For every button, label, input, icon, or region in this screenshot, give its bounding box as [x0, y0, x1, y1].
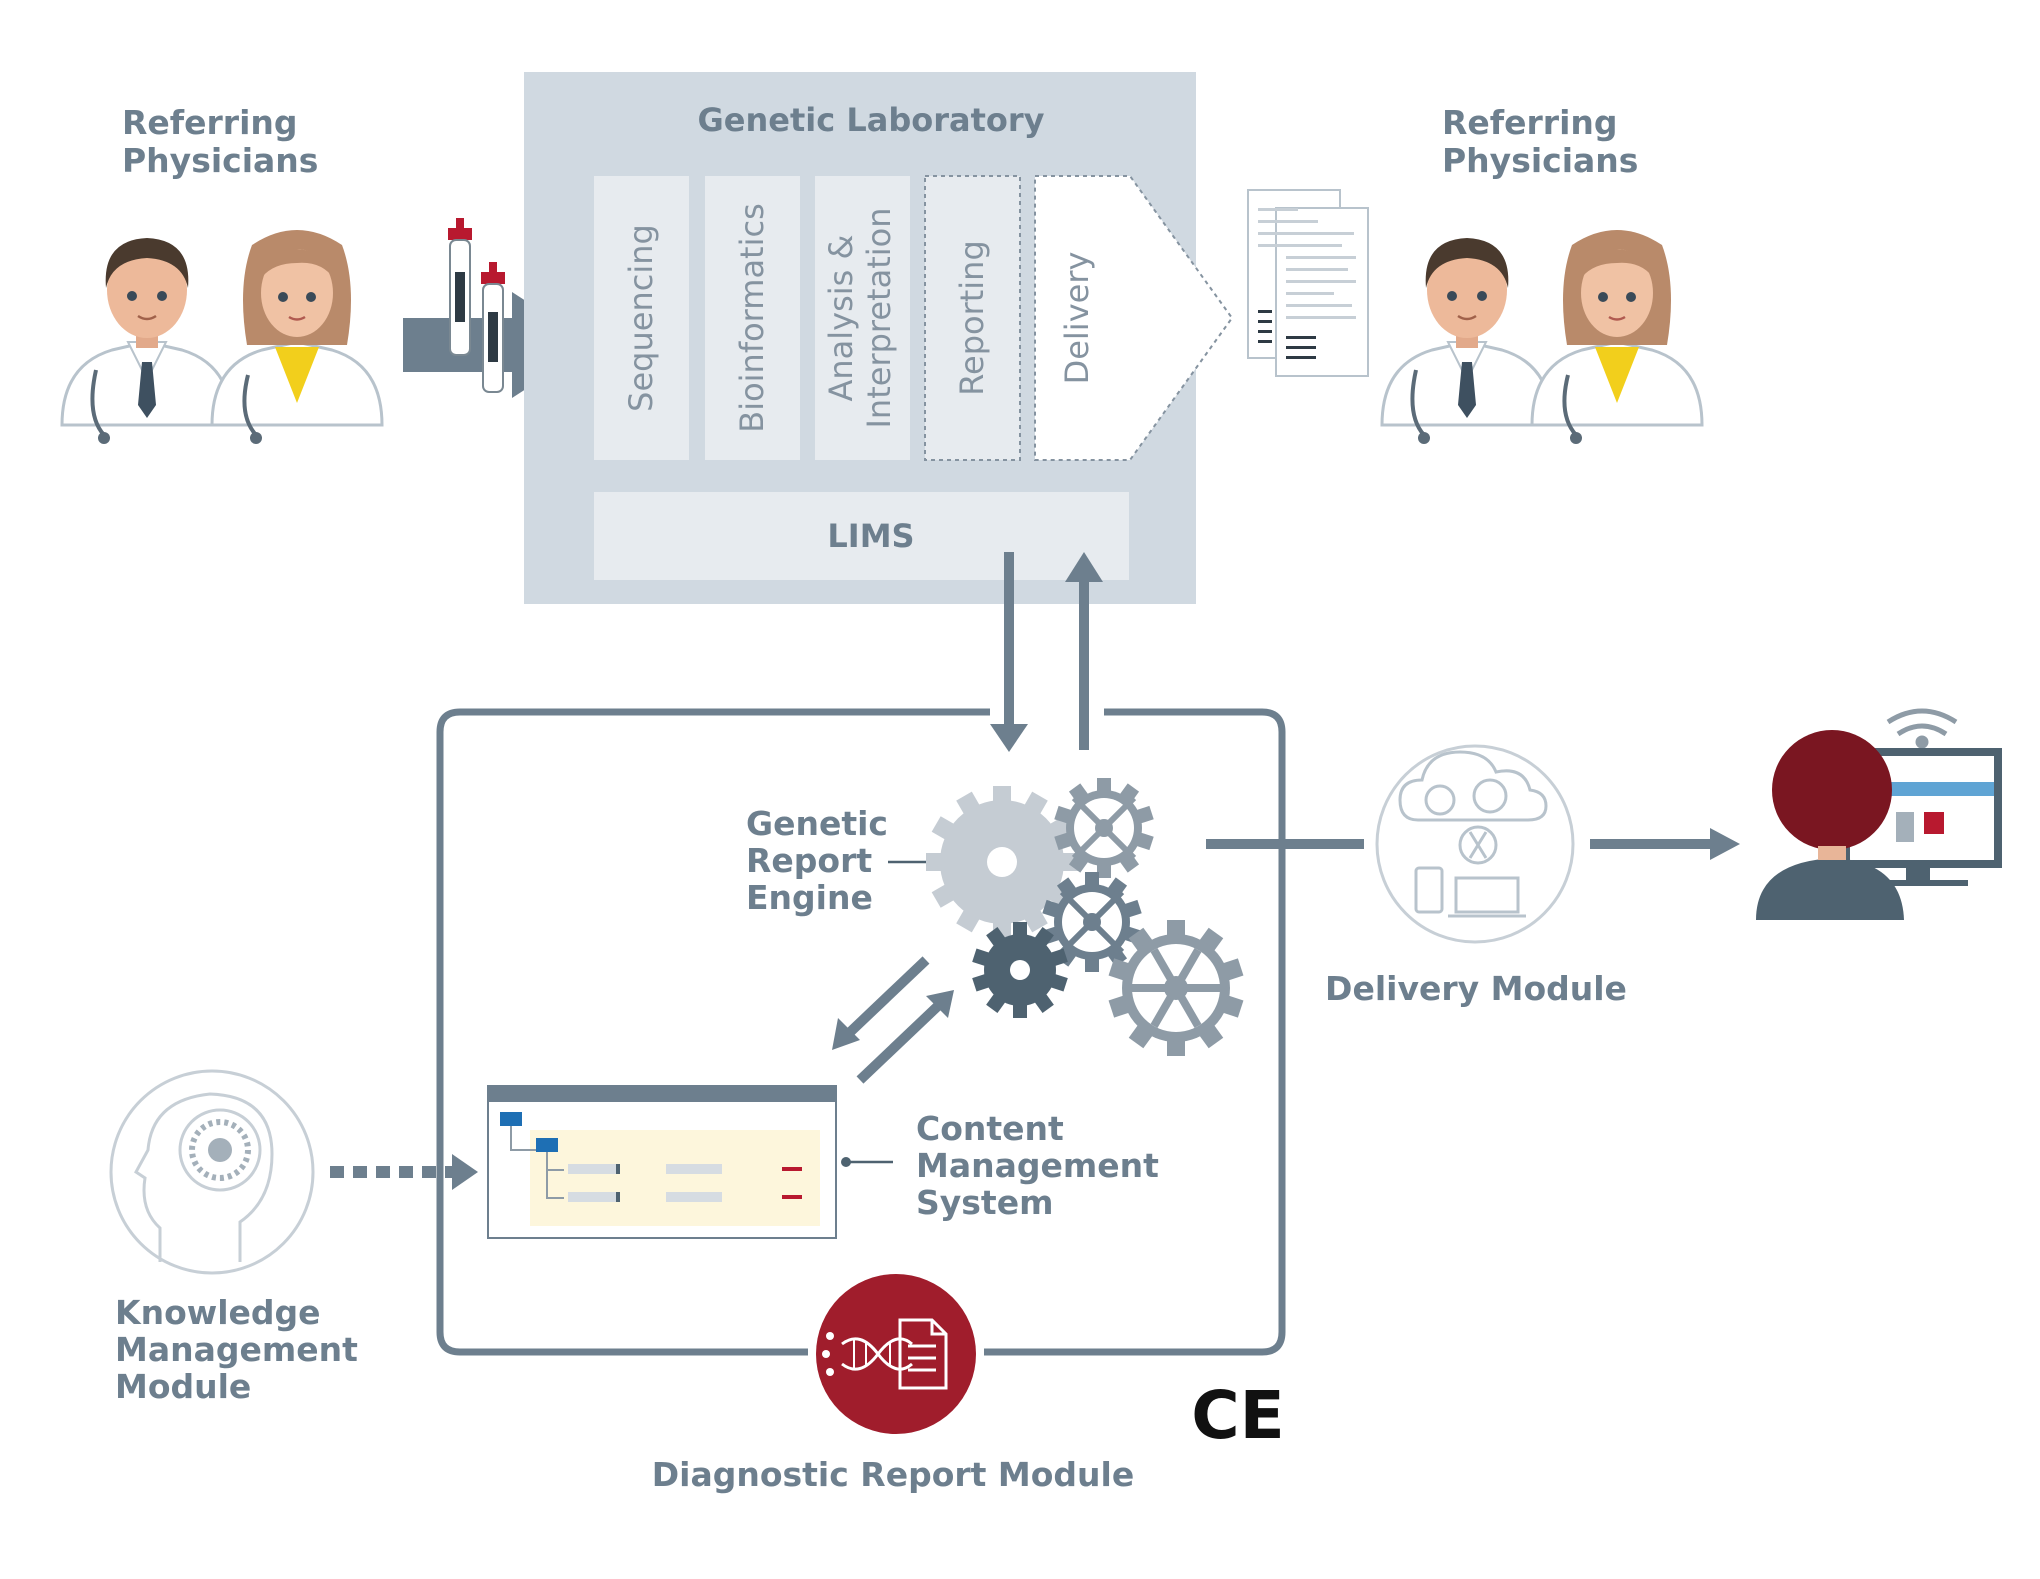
- svg-text:Physicians: Physicians: [1442, 141, 1638, 180]
- svg-text:Physicians: Physicians: [122, 141, 318, 180]
- svg-text:Content: Content: [916, 1109, 1064, 1148]
- male-doctor-icon: [1380, 238, 1554, 444]
- svg-text:System: System: [916, 1183, 1053, 1222]
- svg-text:Knowledge: Knowledge: [115, 1293, 321, 1332]
- engine-to-lims-arrow: [1065, 552, 1103, 750]
- left-physicians-title: Referring Physicians: [122, 103, 318, 180]
- female-doctor-icon: [1530, 230, 1704, 444]
- svg-text:Genetic: Genetic: [746, 804, 888, 843]
- content-management-system-window: [487, 1085, 837, 1239]
- svg-text:Report: Report: [746, 841, 872, 880]
- step-reporting: Reporting: [924, 175, 1021, 461]
- right-physicians-title: Referring Physicians: [1442, 103, 1638, 180]
- small-outline-gear: [1054, 778, 1154, 878]
- svg-text:Referring: Referring: [1442, 103, 1618, 142]
- ce-certification-mark: CE: [1191, 1377, 1285, 1454]
- step-delivery: Delivery: [1034, 175, 1234, 461]
- delivery-module-label: Delivery Module: [1325, 969, 1627, 1008]
- genetic-report-engine-label: Genetic Report Engine: [746, 804, 952, 917]
- blood-sample-tubes-icon: [448, 218, 505, 393]
- svg-text:Analysis &: Analysis &: [822, 235, 860, 402]
- svg-text:Bioinformatics: Bioinformatics: [733, 203, 771, 433]
- delivery-module-icon: [1375, 744, 1575, 944]
- svg-text:Sequencing: Sequencing: [622, 224, 660, 412]
- diagnostic-report-module-label: Diagnostic Report Module: [652, 1455, 1134, 1494]
- middle-outline-gear: [1042, 872, 1142, 972]
- svg-text:Management: Management: [916, 1146, 1159, 1185]
- patient-at-computer-icon: [1756, 708, 2002, 920]
- large-gear: [926, 786, 1078, 938]
- dark-gear: [972, 922, 1068, 1018]
- step-analysis-interpretation: Analysis & Interpretation: [815, 176, 910, 460]
- gears-icon: [926, 778, 1244, 1056]
- cms-to-engine-arrow: [856, 990, 954, 1084]
- svg-text:Reporting: Reporting: [953, 240, 991, 396]
- lims-to-engine-arrow: [990, 552, 1028, 752]
- svg-text:Module: Module: [115, 1367, 251, 1406]
- report-documents-icon: [1247, 189, 1369, 377]
- genetic-laboratory-panel: Genetic Laboratory Sequencing Bioinforma…: [524, 72, 1234, 604]
- female-doctor-icon: [210, 230, 384, 444]
- left-physicians-illustration: [60, 230, 384, 444]
- svg-text:Interpretation: Interpretation: [860, 207, 898, 428]
- step-sequencing: Sequencing: [594, 176, 689, 460]
- wifi-icon: [1886, 708, 1958, 749]
- svg-text:Engine: Engine: [746, 878, 873, 917]
- delivery-to-patient-arrow: [1590, 828, 1740, 860]
- step-bioinformatics: Bioinformatics: [705, 176, 800, 460]
- svg-text:Referring: Referring: [122, 103, 298, 142]
- engine-to-cms-arrow: [832, 956, 930, 1050]
- lims-bar: LIMS: [594, 492, 1129, 580]
- knowledge-to-cms-dotted-arrow: [330, 1154, 478, 1190]
- knowledge-management-label: Knowledge Management Module: [115, 1293, 358, 1406]
- content-management-system-label: Content Management System: [841, 1109, 1159, 1222]
- knowledge-management-icon: [109, 1069, 315, 1275]
- right-physicians-illustration: [1380, 230, 1704, 444]
- svg-text:Management: Management: [115, 1330, 358, 1369]
- large-outline-gear: [1108, 920, 1244, 1056]
- genetic-laboratory-title: Genetic Laboratory: [698, 101, 1045, 139]
- diagnostic-report-module-icon: [816, 1274, 976, 1434]
- svg-text:Delivery: Delivery: [1058, 252, 1096, 385]
- male-doctor-icon: [60, 238, 234, 444]
- diagnostic-module-frame: [436, 708, 1286, 1356]
- svg-text:LIMS: LIMS: [827, 517, 914, 555]
